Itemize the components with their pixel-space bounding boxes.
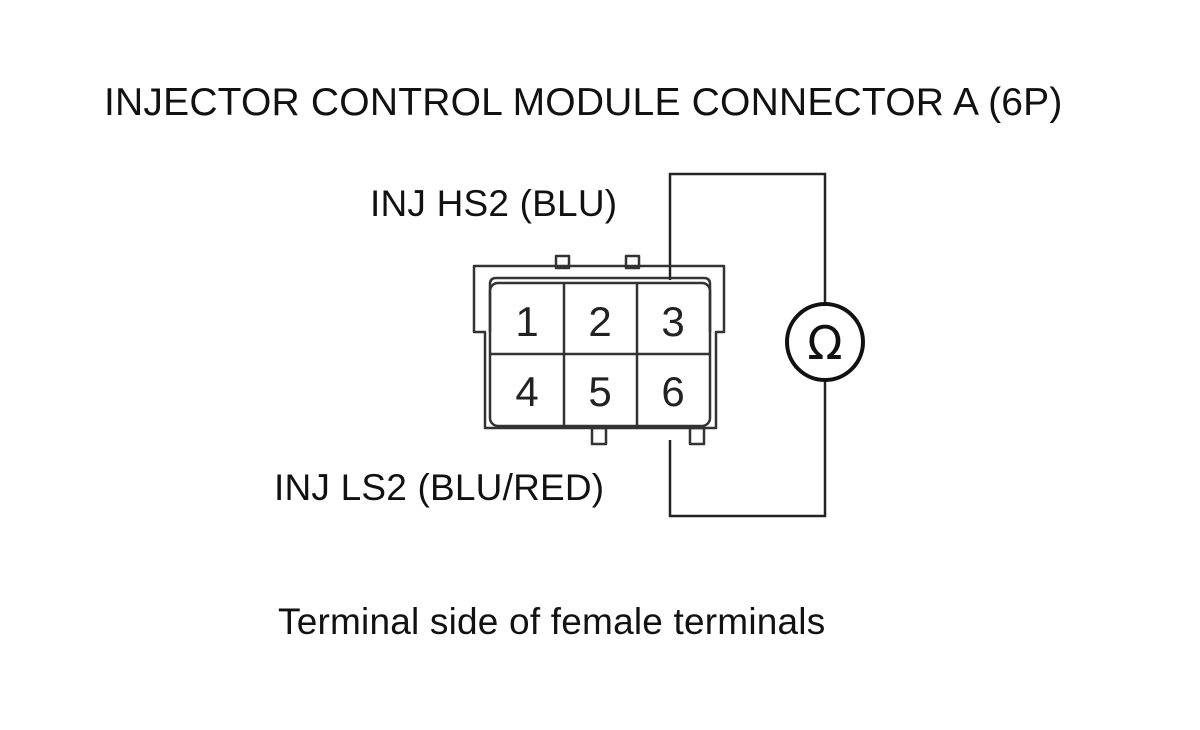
- connector-housing: [472, 254, 726, 446]
- diagram-title: INJECTOR CONTROL MODULE CONNECTOR A (6P): [104, 81, 1063, 124]
- ohm-symbol: Ω: [807, 316, 842, 370]
- terminal-5-number: 5: [588, 368, 611, 415]
- terminal-2-number: 2: [588, 298, 611, 345]
- high-side-probe-lead: [668, 172, 827, 304]
- meter-wiring: [668, 172, 827, 518]
- terminal-numbers: 1 2 3 4 5 6: [515, 298, 684, 415]
- terminal-side-caption: Terminal side of female terminals: [278, 601, 826, 642]
- high-side-wire-label: INJ HS2 (BLU): [370, 183, 618, 224]
- ohmmeter-icon: Ω: [785, 302, 865, 382]
- terminal-grid: [488, 281, 712, 428]
- low-side-wire-label: INJ LS2 (BLU/RED): [274, 467, 605, 508]
- low-side-probe-lead: [668, 380, 827, 518]
- terminal-6-number: 6: [661, 368, 684, 415]
- terminal-3-number: 3: [661, 298, 684, 345]
- terminal-4-number: 4: [515, 368, 538, 415]
- terminal-1-number: 1: [515, 298, 538, 345]
